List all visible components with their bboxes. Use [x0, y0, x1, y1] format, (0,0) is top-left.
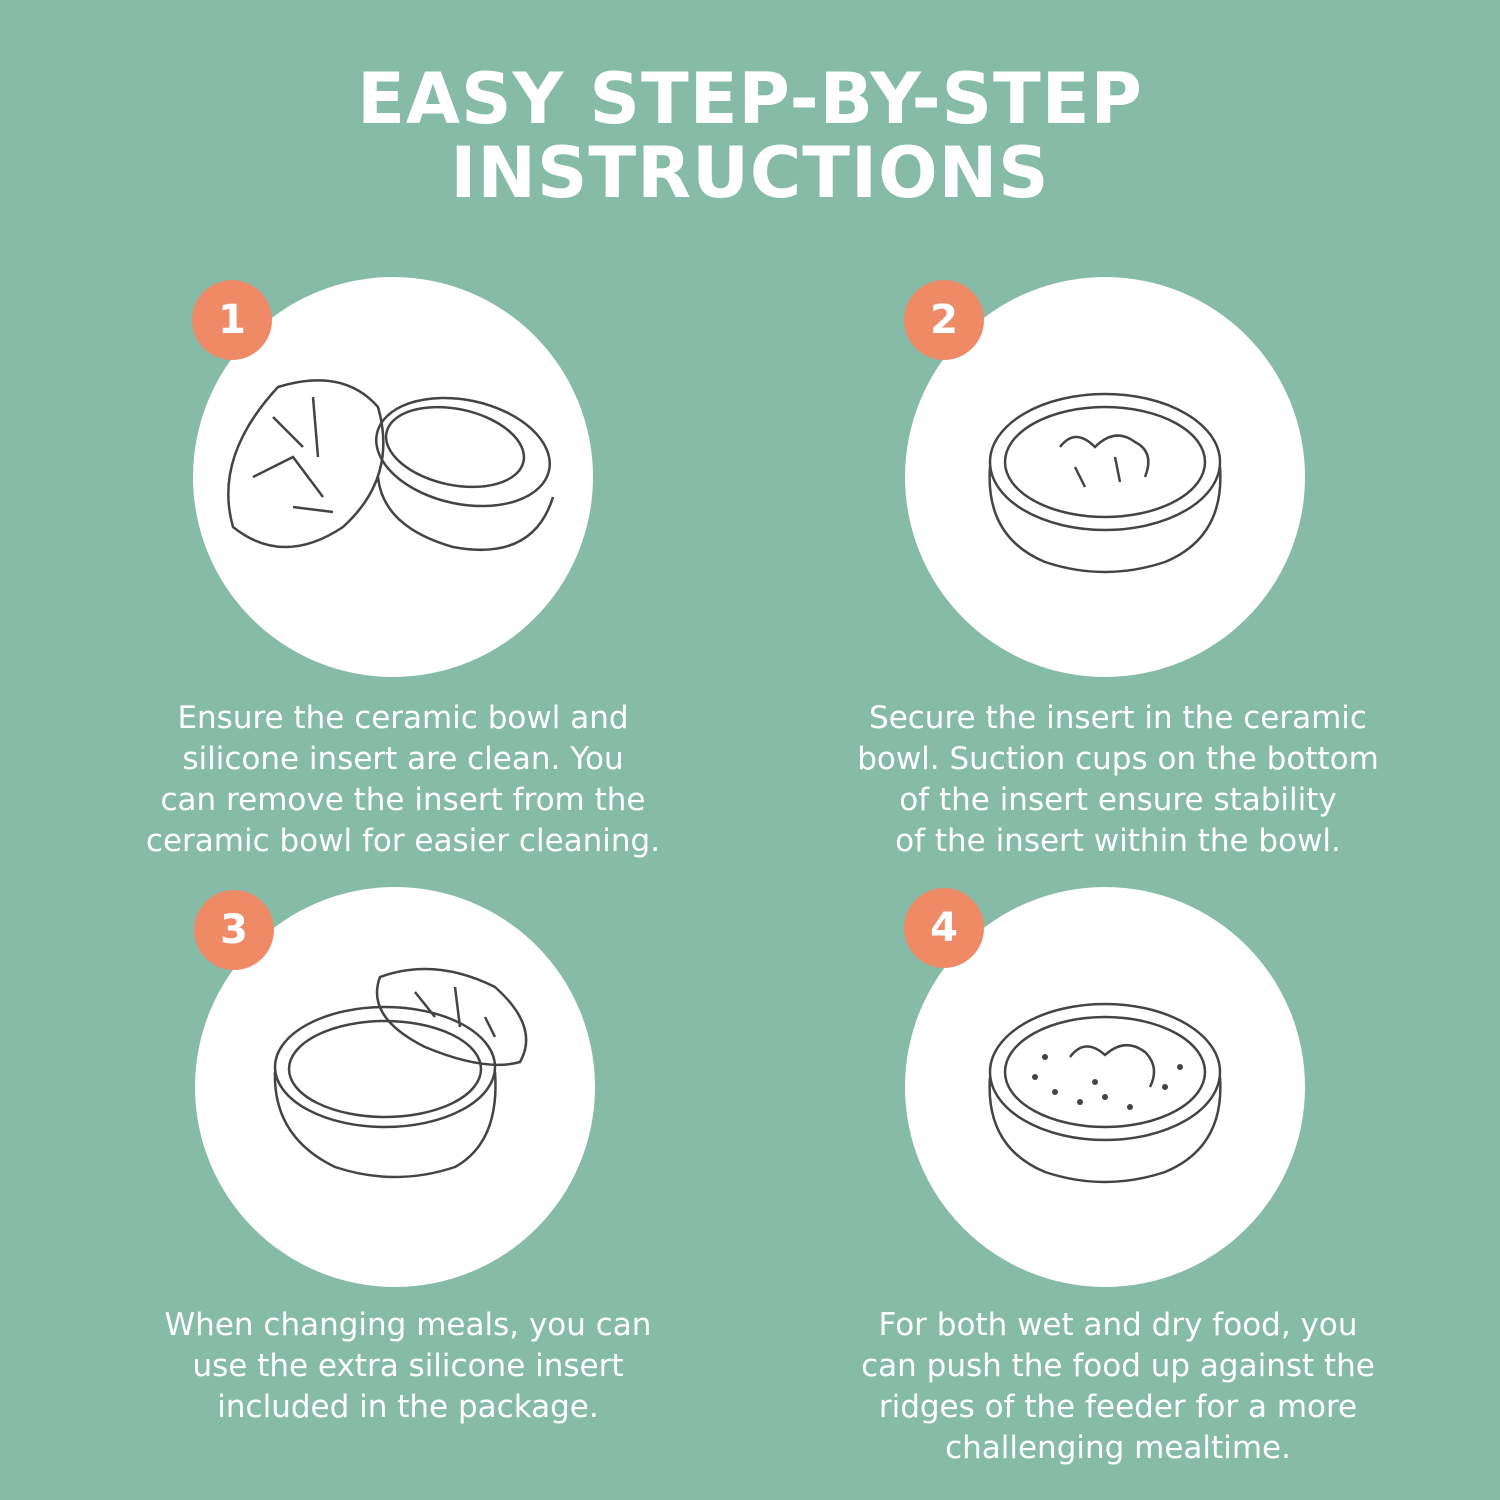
step-1-description: Ensure the ceramic bowl and silicone ins…	[103, 698, 703, 862]
page-title: EASY STEP-BY-STEP INSTRUCTIONS	[0, 62, 1500, 210]
step-4-line: can push the food up against the	[861, 1348, 1375, 1384]
title-line-1: EASY STEP-BY-STEP	[357, 58, 1143, 140]
step-3-line: use the extra silicone insert	[192, 1348, 624, 1384]
step-3-line: included in the package.	[217, 1389, 599, 1425]
step-2-line: bowl. Suction cups on the bottom	[857, 741, 1379, 777]
step-4-line: For both wet and dry food, you	[878, 1307, 1358, 1343]
title-line-2: INSTRUCTIONS	[450, 132, 1050, 214]
step-4-description: For both wet and dry food, you can push …	[818, 1305, 1418, 1469]
step-2-line: Secure the insert in the ceramic	[869, 700, 1367, 736]
bowl-with-insert-secured-icon	[988, 392, 1222, 574]
step-4-line: ridges of the feeder for a more	[878, 1389, 1358, 1425]
step-3-line: When changing meals, you can	[164, 1307, 652, 1343]
step-1-line: Ensure the ceramic bowl and	[177, 700, 629, 736]
bowl-with-extra-insert-icon	[273, 967, 528, 1179]
bowl-with-insert-removed-icon	[227, 379, 555, 552]
step-2-description: Secure the insert in the ceramic bowl. S…	[818, 698, 1418, 862]
step-1-badge: 1	[192, 280, 272, 360]
bowl-with-food-icon	[988, 1002, 1222, 1184]
step-1-line: can remove the insert from the	[160, 782, 646, 818]
step-2-line: of the insert within the bowl.	[895, 823, 1341, 859]
step-3-description: When changing meals, you can use the ext…	[108, 1305, 708, 1428]
step-1-line: silicone insert are clean. You	[182, 741, 624, 777]
step-2-badge: 2	[904, 280, 984, 360]
step-4-badge: 4	[904, 888, 984, 968]
step-3-badge: 3	[194, 890, 274, 970]
step-2-line: of the insert ensure stability	[899, 782, 1337, 818]
step-4-line: challenging mealtime.	[945, 1430, 1291, 1466]
step-1-line: ceramic bowl for easier cleaning.	[145, 823, 661, 859]
